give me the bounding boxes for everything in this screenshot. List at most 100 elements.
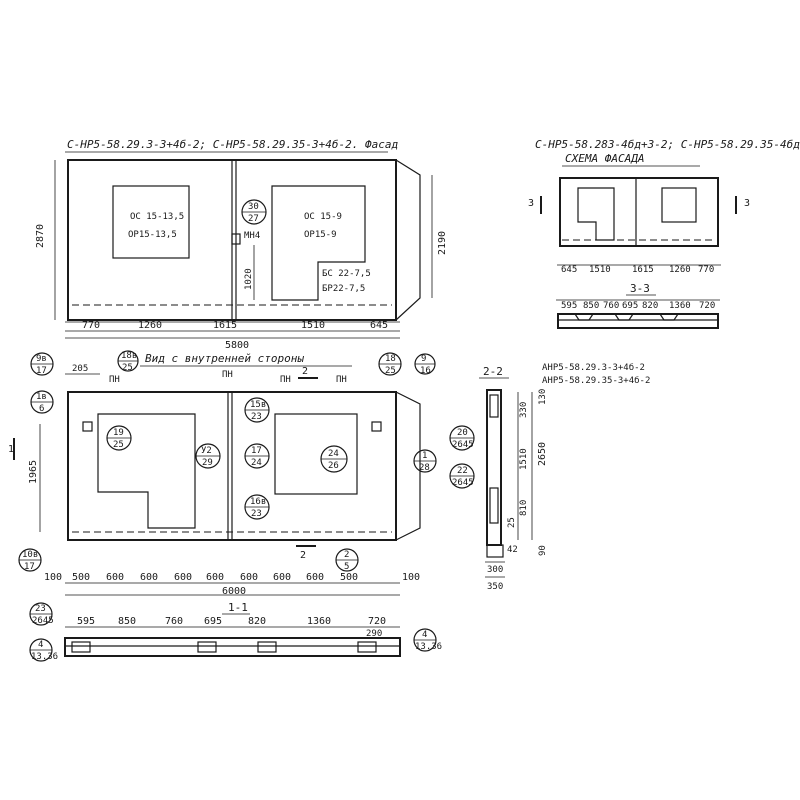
svg-text:1360: 1360 [669, 301, 691, 311]
svg-text:600: 600 [306, 572, 324, 583]
inner-mark-2-top: 2 [302, 366, 308, 377]
facade-window-2-label-b: ОР15-9 [304, 230, 337, 240]
section-2-2-anr-1: АНР5-58.29.3-3+4б-2 [542, 362, 645, 373]
svg-text:26: 26 [328, 461, 339, 471]
svg-text:1360: 1360 [307, 616, 331, 627]
svg-text:15в: 15в [250, 400, 266, 410]
scheme-mark-3-right: 3 [744, 198, 750, 209]
svg-text:1260: 1260 [669, 265, 691, 275]
svg-text:130: 130 [538, 389, 548, 405]
svg-text:645: 645 [561, 265, 577, 275]
svg-text:595: 595 [561, 301, 577, 311]
svg-text:90: 90 [538, 545, 548, 556]
section-3-3: 3-3 595 850 760 695 820 1360 720 [556, 282, 720, 329]
facade-callout-top: 30 [248, 202, 259, 212]
svg-text:2650: 2650 [537, 442, 548, 466]
svg-text:290: 290 [366, 629, 382, 639]
svg-text:У2: У2 [201, 446, 212, 456]
svg-text:100: 100 [44, 572, 62, 583]
svg-text:9: 9 [421, 354, 426, 364]
section-2-2-label: 2-2 [483, 365, 503, 378]
scheme-mark-3-left: 3 [528, 198, 534, 209]
facade-window-1-label-a: ОС 15-13,5 [130, 212, 184, 222]
section-1-1-callout-right-bottom: 13.36 [415, 642, 442, 652]
svg-text:24: 24 [328, 449, 339, 459]
svg-text:9в: 9в [36, 354, 47, 364]
svg-text:23: 23 [251, 509, 262, 519]
section-1-1-callout-left2-bottom: 13.36 [31, 652, 58, 662]
svg-text:19: 19 [113, 428, 124, 438]
section-2-2-dim-350: 350 [487, 582, 503, 592]
section-2-2-anr-2: АНР5-58.29.35-3+4б-2 [542, 375, 650, 386]
section-1-1: 1-1 595 850 760 695 820 1360 720 290 23 … [29, 601, 442, 662]
facade-dim-1510: 1510 [301, 320, 325, 331]
facade-height-right: 2190 [437, 231, 448, 255]
svg-text:23: 23 [251, 412, 262, 422]
inner-window-right [274, 413, 358, 495]
section-2-2-callout-22-bottom: 2645 [452, 478, 474, 488]
svg-text:17: 17 [251, 446, 262, 456]
facade-callout-bottom: 27 [248, 214, 259, 224]
facade-view: С-НР5-58.29.3-3+4б-2; С-НР5-58.29.35-3+4… [35, 138, 448, 351]
inner-pn-2: ПН [222, 370, 233, 380]
facade-dim-1615: 1615 [213, 320, 237, 331]
inner-pn-4: ПН [336, 375, 347, 385]
section-2-2-callout-22-top: 22 [457, 466, 468, 476]
facade-door-label-a: БС 22-7,5 [322, 269, 371, 279]
section-1-1-panel [64, 637, 401, 657]
svg-text:850: 850 [583, 301, 599, 311]
section-2-2-callout-20-bottom: 2645 [452, 440, 474, 450]
svg-text:600: 600 [140, 572, 158, 583]
svg-text:810: 810 [519, 500, 529, 516]
facade-window-2-label-a: ОС 15-9 [304, 212, 342, 222]
svg-text:6: 6 [39, 404, 44, 414]
scheme-title: СХЕМА ФАСАДА [565, 152, 644, 165]
facade-dim-total: 5800 [225, 340, 249, 351]
inner-dim-total: 6000 [222, 586, 246, 597]
facade-mn4-label: МН4 [244, 231, 260, 241]
inner-pn-3: ПН [280, 375, 291, 385]
facade-title: С-НР5-58.29.3-3+4б-2; С-НР5-58.29.35-3+4… [67, 138, 399, 151]
svg-text:17: 17 [36, 366, 47, 376]
section-1-1-label: 1-1 [228, 601, 248, 614]
section-2-2-dim-300: 300 [487, 565, 503, 575]
svg-text:1510: 1510 [589, 265, 611, 275]
section-2-2-callout-20-top: 20 [457, 428, 468, 438]
section-2-2: 2-2 АНР5-58.29.3-3+4б-2 АНР5-58.29.35-3+… [449, 362, 650, 592]
svg-text:17: 17 [24, 562, 35, 572]
section-1-1-callout-left-bottom: 2645 [32, 616, 54, 626]
inner-view: Вид с внутренней стороны 205 ПН ПН ПН ПН… [8, 350, 437, 597]
svg-text:28: 28 [419, 463, 430, 473]
svg-text:850: 850 [118, 616, 136, 627]
facade-window-1-label-b: ОР15-13,5 [128, 230, 177, 240]
facade-door-label-b: БР22-7,5 [322, 284, 365, 294]
section-2-2-dim-42: 42 [507, 545, 518, 555]
svg-text:760: 760 [603, 301, 619, 311]
facade-dim-1260: 1260 [138, 320, 162, 331]
svg-text:600: 600 [106, 572, 124, 583]
svg-text:18в: 18в [121, 351, 137, 361]
inner-mark-1-left: 1 [8, 444, 14, 455]
svg-text:595: 595 [77, 616, 95, 627]
svg-text:1510: 1510 [519, 448, 529, 470]
svg-text:16в: 16в [250, 497, 266, 507]
scheme-codes: С-НР5-58.283-4бд+3-2; С-НР5-58.29.35-4бд… [535, 138, 800, 151]
facade-window-door-2 [271, 185, 366, 301]
svg-text:24: 24 [251, 458, 262, 468]
inner-pn-1: ПН [109, 375, 120, 385]
section-1-1-callout-left2-top: 4 [38, 640, 43, 650]
svg-text:18: 18 [385, 354, 396, 364]
section-1-1-callout-left-top: 23 [35, 604, 46, 614]
facade-door-height: 1020 [244, 268, 254, 290]
facade-scheme: С-НР5-58.283-4бд+3-2; С-НР5-58.29.35-4бд… [528, 138, 800, 275]
section-2-2-panel [486, 389, 502, 546]
svg-text:1в: 1в [36, 392, 47, 402]
section-1-1-dims: 595 850 760 695 820 1360 720 290 [77, 616, 386, 639]
svg-text:25: 25 [385, 366, 396, 376]
svg-text:500: 500 [340, 572, 358, 583]
inner-dim-205: 205 [72, 364, 88, 374]
inner-mark-2-bottom: 2 [300, 550, 306, 561]
svg-text:820: 820 [642, 301, 658, 311]
